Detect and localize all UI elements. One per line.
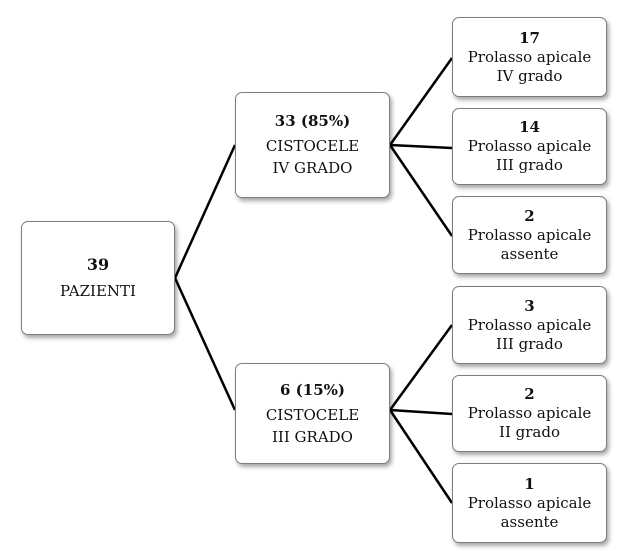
leaf-2-1-line2: III grado [496,334,563,353]
branch-2-line1: CISTOCELE [265,405,360,424]
leaf-1-1-line1: Prolasso apicale [467,47,592,66]
leaf-2-2-line2: II grado [499,423,560,441]
edge-branch-1-to-leaf-1 [388,57,454,146]
branch-node-2: 6 (15%) CISTOCELE III GRADO [235,363,390,464]
leaf-node-1-2: 14 Prolasso apicale III grado [452,108,607,185]
leaf-2-1-count: 3 [524,296,535,315]
leaf-2-3-line2: assente [500,512,559,531]
root-label: PAZIENTI [60,282,136,300]
edge-root-to-branch-2 [173,277,237,411]
branch-1-line1: CISTOCELE [265,137,360,155]
edge-branch-2-to-leaf-2 [389,408,453,416]
branch-1-line2: IV GRADO [272,159,353,177]
leaf-2-3-count: 1 [524,474,535,493]
leaf-2-3-line1: Prolasso apicale [467,493,592,512]
root-node: 39 PAZIENTI [21,221,175,335]
edge-branch-2-to-leaf-3 [388,409,454,504]
root-count: 39 [86,255,110,274]
branch-1-label: CISTOCELE IV GRADO [266,135,359,179]
edge-branch-1-to-leaf-2 [389,143,453,150]
leaf-1-2-line1: Prolasso apicale [467,137,592,155]
leaf-2-2-line1: Prolasso apicale [467,404,592,422]
leaf-1-2-count: 14 [519,118,540,136]
branch-2-line2: III GRADO [272,427,353,446]
leaf-node-2-1: 3 Prolasso apicale III grado [452,286,607,364]
leaf-1-1-count: 17 [519,28,540,47]
branch-1-count: 33 (85%) [274,112,351,130]
leaf-node-2-2: 2 Prolasso apicale II grado [452,375,607,452]
leaf-1-3-count: 2 [524,206,535,225]
branch-2-label: CISTOCELE III GRADO [266,404,359,448]
edge-branch-1-to-leaf-3 [388,144,454,237]
leaf-node-1-1: 17 Prolasso apicale IV grado [452,17,607,97]
leaf-1-1-line2: IV grado [496,66,563,85]
leaf-2-2-count: 2 [524,385,535,403]
leaf-1-3-line1: Prolasso apicale [467,225,592,244]
leaf-2-1-line1: Prolasso apicale [467,315,592,334]
branch-2-count: 6 (15%) [280,380,345,399]
edge-root-to-branch-1 [173,144,237,279]
branch-node-1: 33 (85%) CISTOCELE IV GRADO [235,92,390,198]
edge-branch-2-to-leaf-1 [388,324,454,411]
leaf-1-2-line2: III grado [496,156,563,174]
leaf-node-1-3: 2 Prolasso apicale assente [452,196,607,274]
leaf-node-2-3: 1 Prolasso apicale assente [452,463,607,543]
leaf-1-3-line2: assente [500,244,559,263]
